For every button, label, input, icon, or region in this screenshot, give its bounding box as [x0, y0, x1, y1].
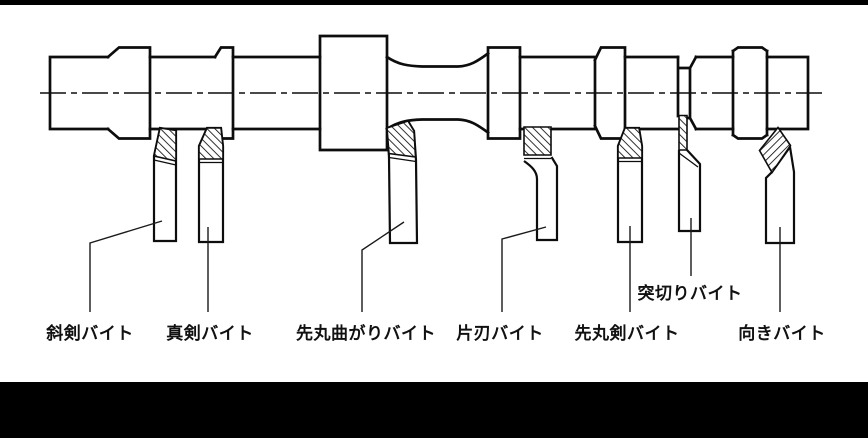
braze-line [388, 156, 417, 163]
top-letterbox-bar [0, 0, 868, 5]
leader-oblique-point [89, 220, 163, 312]
label-straight-point-tool: 真剣バイト [166, 324, 254, 344]
leader-round-nose-bent [361, 221, 405, 312]
label-parting-tool: 突切りバイト [637, 284, 743, 304]
leader-lines [89, 218, 781, 312]
tool-parting-drawing [677, 114, 702, 233]
workpiece-shaft [48, 34, 810, 152]
braze-line [678, 152, 699, 168]
label-round-nose-point-tool: 先丸剣バイト [574, 324, 680, 344]
bottom-letterbox-bar [0, 382, 868, 438]
label-side-cutting-tool: 片刃バイト [456, 324, 544, 344]
label-oblique-point-tool: 斜剣バイト [46, 324, 134, 344]
tool-round-nose-bent-drawing [385, 119, 419, 245]
tool-oblique-point-drawing [152, 126, 178, 243]
label-round-nose-bent-tool: 先丸曲がりバイト [296, 324, 436, 344]
leader-side-cutting [501, 226, 547, 312]
tool-straight-point-drawing [197, 126, 225, 244]
tool-facing-drawing [758, 126, 796, 245]
braze-line [153, 159, 177, 166]
tool-side-cutting-drawing [523, 126, 559, 242]
tool-round-nose-point-drawing [616, 126, 644, 244]
label-facing-tool: 向きバイト [738, 324, 826, 344]
